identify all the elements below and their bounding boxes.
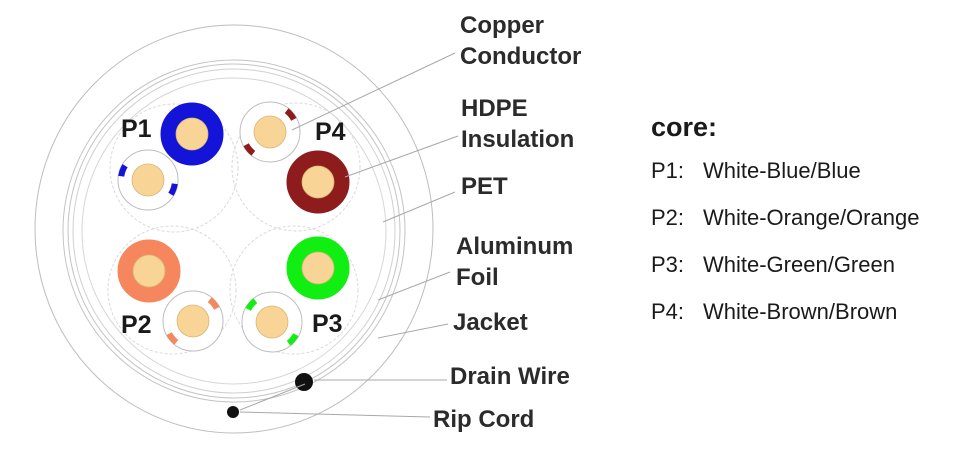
legend-row-p4: P4: White-Brown/Brown — [651, 299, 919, 346]
pair-group-ring — [109, 103, 239, 233]
legend-row-p2: P2: White-Orange/Orange — [651, 205, 919, 252]
pair-tag-p3: P3 — [312, 310, 343, 338]
leader-line — [377, 271, 451, 301]
legend-row-p3: P3: White-Green/Green — [651, 252, 919, 299]
color-stripe — [286, 333, 299, 346]
foil-ring — [62, 59, 406, 403]
legend-code: P1: — [651, 158, 685, 183]
leader-line — [382, 191, 456, 223]
leader-line — [239, 383, 306, 411]
copper-conductor — [175, 117, 209, 151]
pet-inner-ring — [81, 77, 387, 385]
label-line: Foil — [456, 264, 499, 291]
legend-text: White-Blue/Blue — [703, 158, 861, 183]
label-line: Conductor — [460, 43, 581, 70]
label-line: HDPE — [461, 95, 528, 122]
copper-conductor — [253, 115, 287, 149]
foil-inner-ring — [67, 63, 401, 399]
pet-ring — [72, 68, 396, 394]
label-drain-wire: Drain Wire — [450, 363, 570, 390]
legend-code: P4: — [651, 299, 685, 324]
pair-group-ring — [107, 225, 237, 355]
leader-line — [344, 135, 459, 178]
color-stripe — [245, 298, 258, 311]
pair-tag-p4: P4 — [315, 118, 346, 146]
rip-cord — [227, 406, 239, 418]
copper-conductor — [132, 254, 166, 288]
leader-line — [291, 52, 456, 131]
pair-tag-p1: P1 — [121, 115, 152, 143]
label-line: Insulation — [461, 126, 574, 153]
legend-row-p1: P1: White-Blue/Blue — [651, 158, 919, 205]
color-stripe — [168, 183, 178, 196]
legend-text: White-Orange/Orange — [703, 205, 920, 230]
jacket-outer-ring — [34, 24, 434, 434]
label-hdpe-insulation: HDPE Insulation — [461, 95, 574, 153]
label-line: PET — [461, 173, 508, 200]
legend-code: P3: — [651, 252, 685, 277]
copper-conductor — [301, 165, 335, 199]
legend-code: P2: — [651, 205, 685, 230]
drain-wire — [295, 373, 313, 391]
copper-conductor — [131, 163, 165, 197]
label-line: Drain Wire — [450, 363, 570, 390]
label-line: Copper — [460, 12, 544, 39]
label-rip-cord: Rip Cord — [433, 406, 534, 433]
label-line: Rip Cord — [433, 406, 534, 433]
core-legend: core: P1: White-Blue/Blue P2: White-Orange… — [651, 112, 919, 346]
label-line: Aluminum — [456, 233, 573, 260]
copper-conductor — [255, 305, 289, 339]
pair-group-ring — [231, 102, 361, 232]
pair-group-ring — [229, 225, 359, 355]
color-stripe — [284, 108, 297, 121]
leader-line — [377, 323, 449, 339]
label-pet: PET — [461, 173, 508, 200]
label-jacket: Jacket — [453, 309, 528, 336]
copper-conductor — [301, 251, 335, 285]
label-line: Jacket — [453, 309, 528, 336]
color-stripe — [207, 297, 220, 310]
pair-tag-p2: P2 — [121, 311, 152, 339]
color-stripe — [118, 164, 128, 177]
color-stripe — [243, 143, 256, 156]
legend-title: core: — [651, 112, 718, 142]
color-stripe — [166, 332, 179, 345]
copper-conductor — [176, 304, 210, 338]
legend-text: White-Brown/Brown — [703, 299, 898, 324]
legend-text: White-Green/Green — [703, 252, 895, 277]
leader-line — [239, 411, 431, 418]
